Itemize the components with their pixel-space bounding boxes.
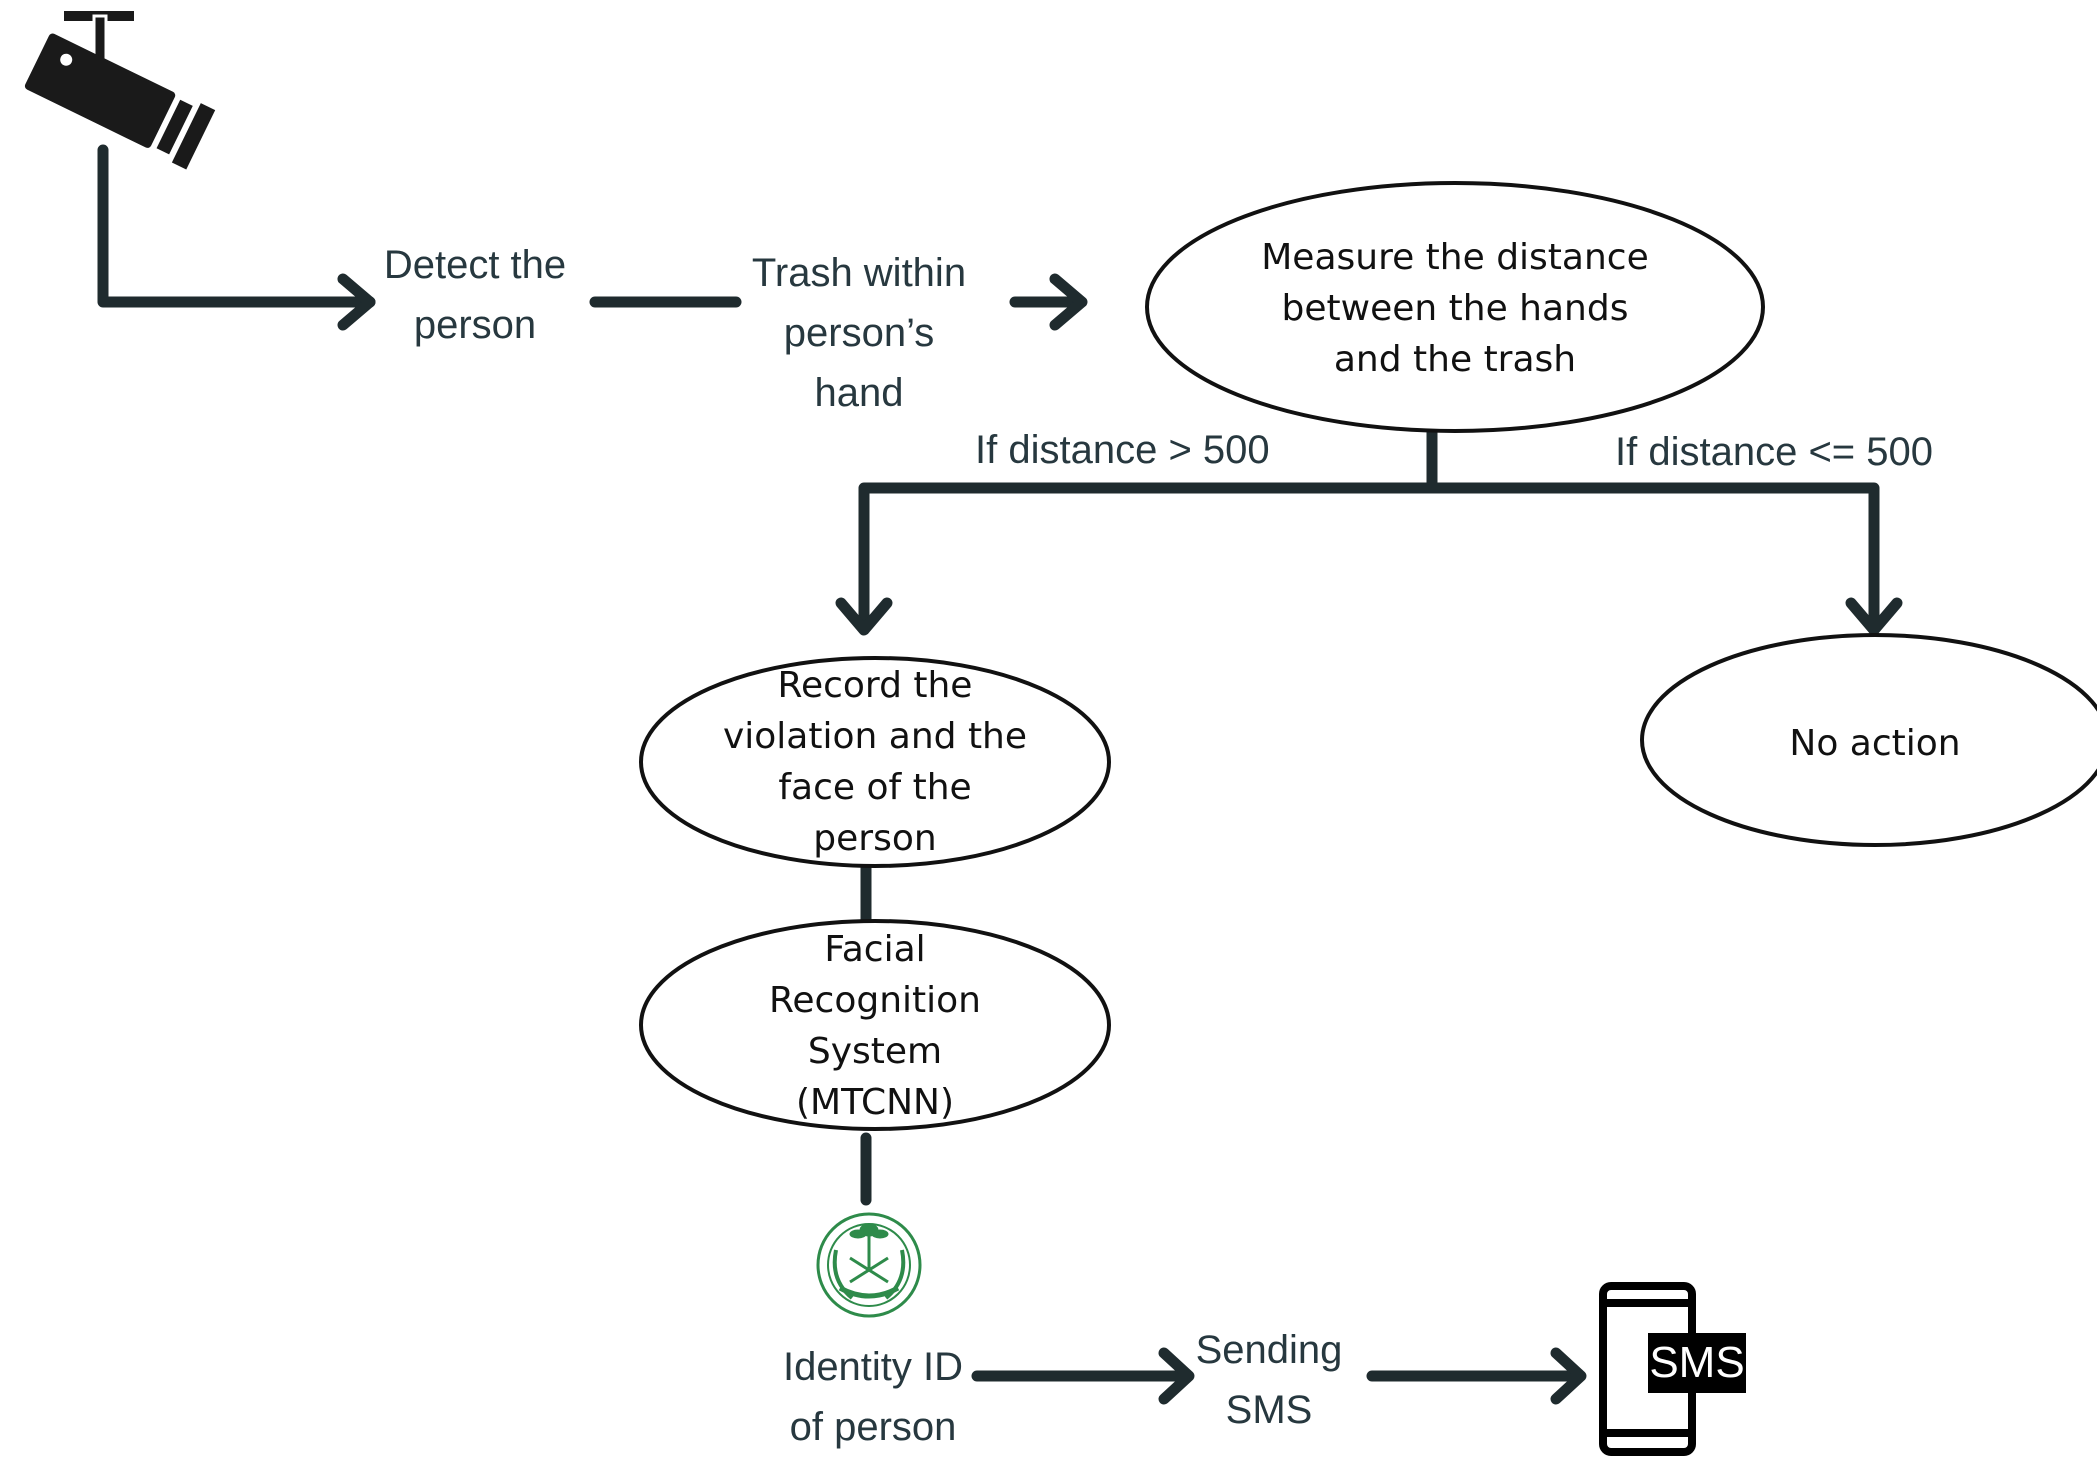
- no-action-arrowhead: [1845, 597, 1903, 636]
- detect-arrowhead: [337, 273, 376, 331]
- sms-arrowhead: [1158, 1347, 1195, 1405]
- branch-connector: [858, 482, 1880, 631]
- node-shapes: [639, 181, 2097, 1131]
- record-violation-label: Record the violation and the face of the…: [722, 665, 1028, 859]
- no-action-label: No action: [1789, 723, 1961, 764]
- facial-recognition-node: [639, 919, 1111, 1131]
- flow-connectors: [97, 144, 1903, 1405]
- security-camera-icon: [24, 11, 216, 170]
- step-detect-person: Detect the person: [383, 243, 567, 347]
- step-sending-sms: Sending SMS: [1195, 1328, 1343, 1432]
- condition-near: If distance <= 500: [1615, 430, 1934, 474]
- step-trash-in-hand: Trash within person’s hand: [751, 251, 967, 415]
- record-violation-node: [639, 656, 1111, 868]
- measure-arrowhead: [1049, 273, 1088, 331]
- phone-arrowhead: [1550, 1347, 1587, 1405]
- ministry-emblem-icon: [816, 1212, 922, 1318]
- facial-recognition-label: Facial Recognition System (MTCNN): [769, 929, 981, 1123]
- camera-connector: [97, 144, 376, 308]
- no-action-node: [1640, 633, 2097, 847]
- measure-distance-label: Measure the distance between the hands a…: [1261, 237, 1649, 380]
- condition-far: If distance > 500: [975, 428, 1270, 472]
- sms-badge: SMS: [1648, 1333, 1746, 1393]
- measure-distance-node: [1145, 181, 1765, 433]
- record-arrowhead: [835, 597, 893, 636]
- step-identity-id: Identity ID of person: [782, 1345, 964, 1449]
